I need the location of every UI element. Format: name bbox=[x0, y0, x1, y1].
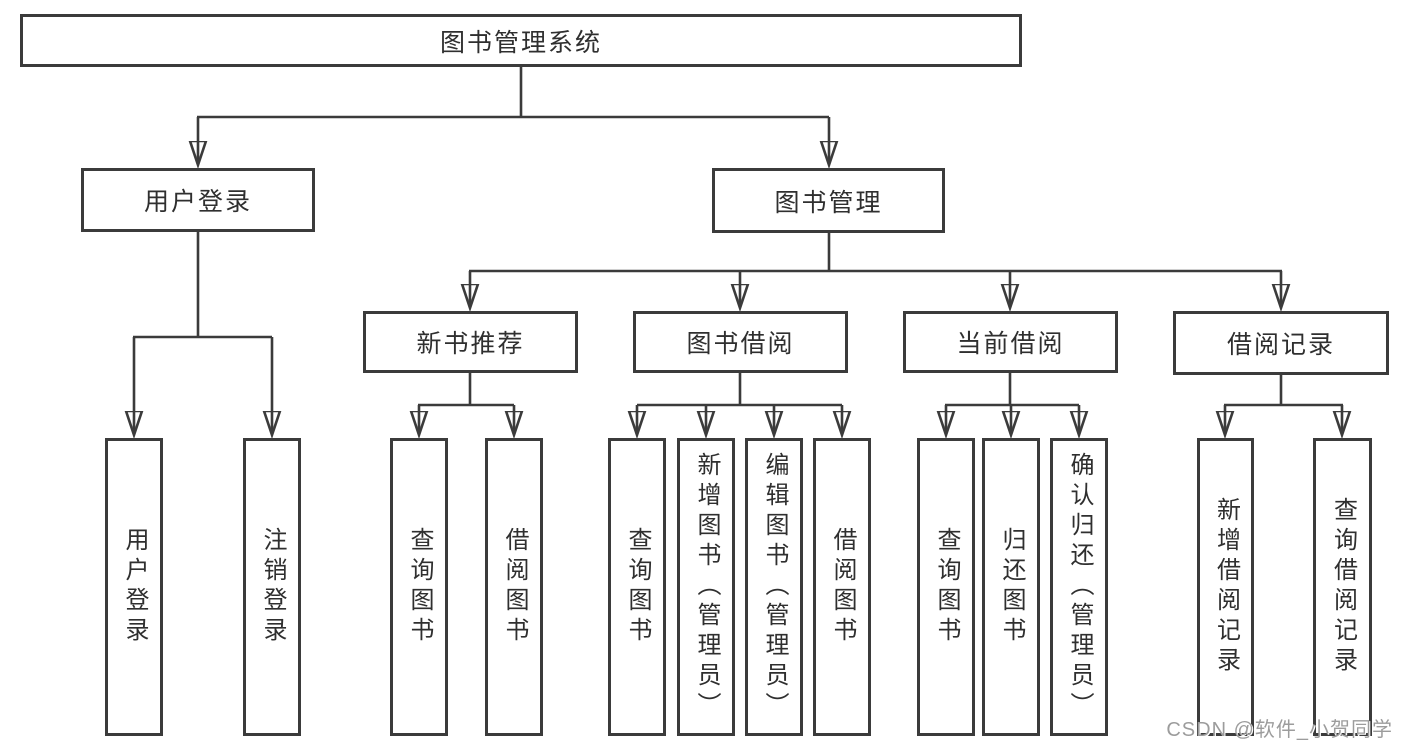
leaf-newbook-borrow: 借阅图书 bbox=[485, 438, 543, 736]
node-book-management: 图书管理 bbox=[712, 168, 945, 233]
leaf-record-query: 查询借阅记录 bbox=[1313, 438, 1372, 736]
node-library-system: 图书管理系统 bbox=[20, 14, 1022, 67]
leaf-current-query: 查询图书 bbox=[917, 438, 975, 736]
node-user-login: 用户登录 bbox=[81, 168, 315, 232]
leaf-bookborrow-borrow: 借阅图书 bbox=[813, 438, 871, 736]
leaf-bookborrow-query: 查询图书 bbox=[608, 438, 666, 736]
connector-root-bracket bbox=[197, 67, 829, 119]
node-book-borrow: 图书借阅 bbox=[633, 311, 848, 373]
leaf-bookborrow-edit-admin: 编辑图书（管理员） bbox=[745, 438, 803, 736]
node-current-borrow: 当前借阅 bbox=[903, 311, 1118, 373]
connector-book-management-bracket bbox=[469, 233, 1282, 273]
connector-current-borrow-bracket bbox=[945, 373, 1079, 407]
node-borrow-record: 借阅记录 bbox=[1173, 311, 1389, 375]
connector-user-login-bracket bbox=[133, 232, 272, 339]
leaf-user-login: 用户登录 bbox=[105, 438, 163, 736]
leaf-record-add: 新增借阅记录 bbox=[1197, 438, 1254, 736]
connector-borrow-record-bracket bbox=[1224, 375, 1343, 407]
leaf-logout: 注销登录 bbox=[243, 438, 301, 736]
leaf-current-confirm-admin: 确认归还（管理员） bbox=[1050, 438, 1108, 736]
connector-new-book-bracket bbox=[418, 373, 514, 407]
leaf-newbook-query: 查询图书 bbox=[390, 438, 448, 736]
csdn-watermark: CSDN @软件_小贺同学 bbox=[1166, 719, 1393, 741]
node-new-book-recommend: 新书推荐 bbox=[363, 311, 578, 373]
connector-book-borrow-bracket bbox=[637, 373, 842, 407]
leaf-current-return: 归还图书 bbox=[982, 438, 1040, 736]
leaf-bookborrow-add-admin: 新增图书（管理员） bbox=[677, 438, 735, 736]
